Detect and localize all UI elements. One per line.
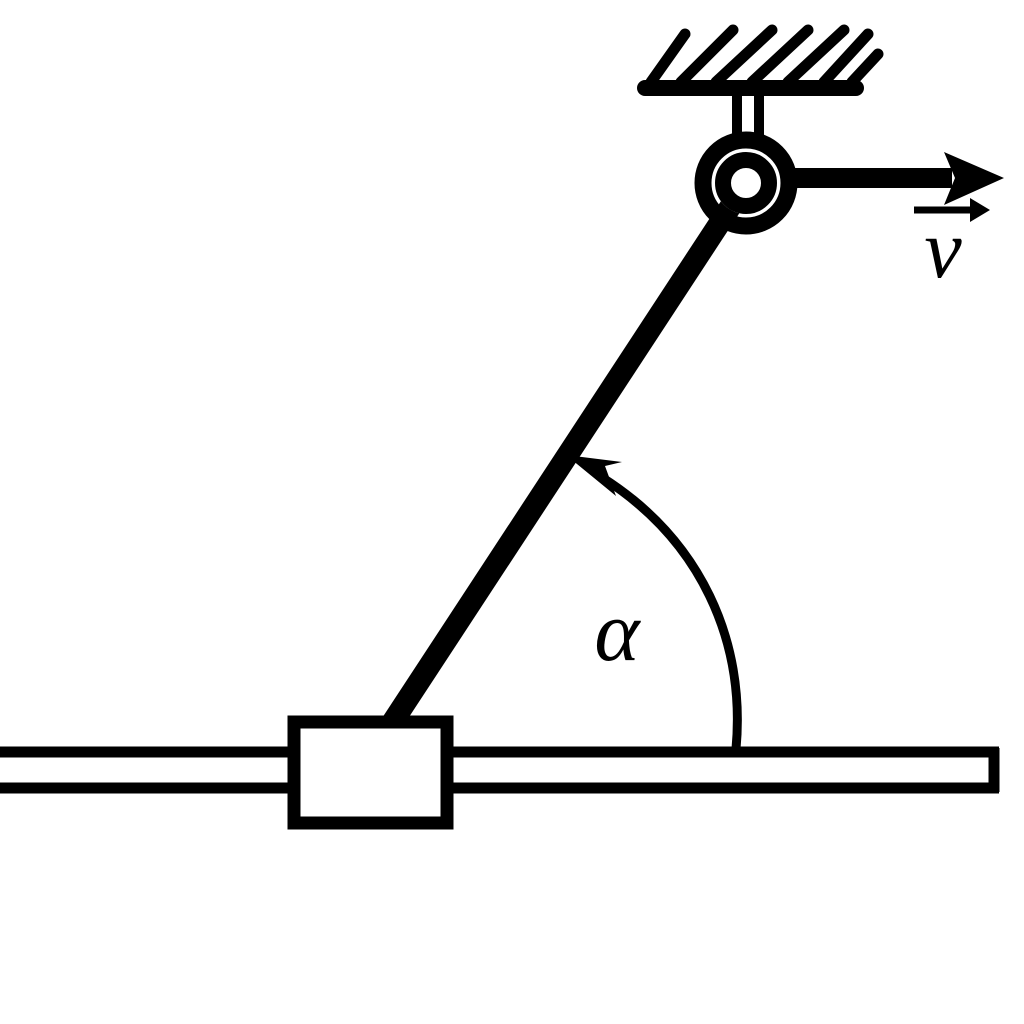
angle-arc-group [566,455,742,750]
pivot-inner-circle [715,152,777,214]
hatch-stroke-3 [710,24,778,88]
guide-rail-group [0,746,1000,794]
hatch-stroke-6 [818,28,874,88]
hatch-stroke-2 [675,24,739,88]
velocity-label: v [924,203,962,296]
angle-arc-arrowhead [566,455,622,496]
velocity-arrow-head [944,152,1004,205]
ceiling-hatch-lines [645,24,884,88]
connecting-rod [380,176,756,733]
velocity-arrow-group [788,152,1004,205]
hatch-stroke-7 [846,48,884,88]
angle-arc [600,474,742,750]
slider-block [287,715,454,830]
velocity-vector-overbar-head [970,198,990,222]
angle-label-alpha: α [594,583,641,679]
hatch-stroke-1 [645,28,691,88]
hatch-stroke-4 [746,24,814,88]
velocity-label-group: v [914,198,990,296]
pivot-hinge-group [694,131,798,235]
hatch-stroke-5 [782,24,850,88]
ceiling-support-group [637,24,884,142]
